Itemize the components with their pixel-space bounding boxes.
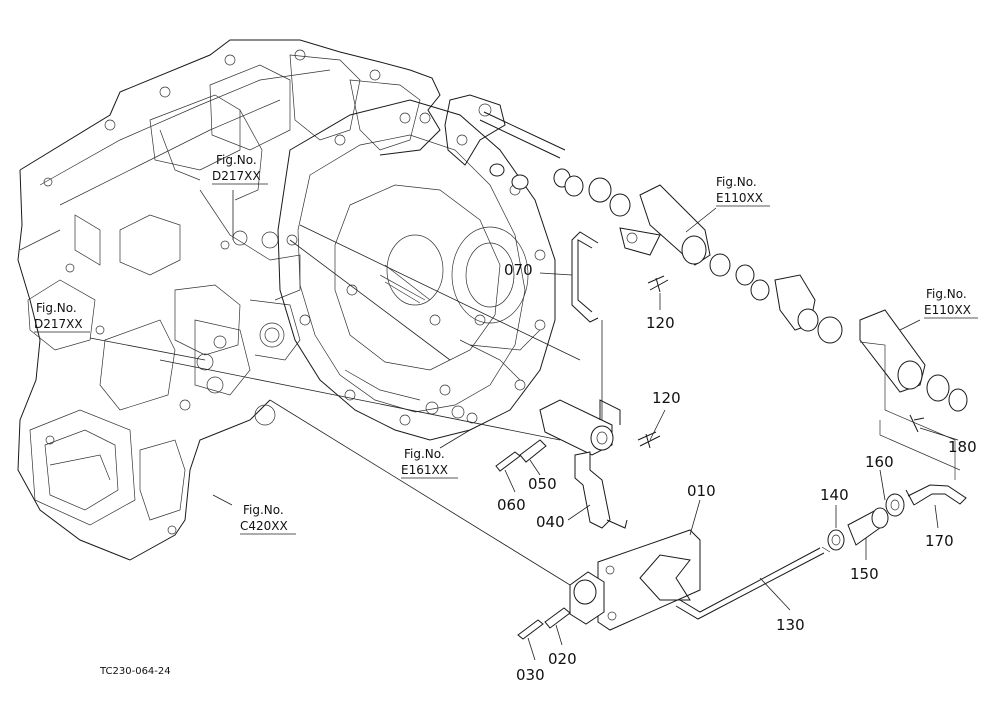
leader-lines <box>89 190 959 661</box>
part-020-pin <box>544 607 571 629</box>
svg-text:Fig.No.: Fig.No. <box>926 287 967 301</box>
label-120-upper: 120 <box>646 314 675 332</box>
part-130-rod <box>675 546 831 620</box>
label-010: 010 <box>687 482 716 500</box>
svg-text:C420XX: C420XX <box>240 519 288 533</box>
part-120-clip-lower <box>637 431 661 449</box>
part-labels: 010 020 030 040 050 060 070 120 120 130 … <box>497 261 977 684</box>
label-140: 140 <box>820 486 849 504</box>
label-020: 020 <box>548 650 577 668</box>
part-070-rod <box>571 231 599 323</box>
figure-ref-e161: Fig.No. E161XX <box>401 447 458 479</box>
part-140-nut <box>827 529 845 551</box>
transmission-housing <box>17 39 441 561</box>
part-040-lever <box>539 399 628 529</box>
part-120-clip-upper <box>647 275 669 293</box>
label-050: 050 <box>528 475 557 493</box>
part-030-pin <box>517 619 544 640</box>
part-060-pin <box>495 451 521 472</box>
label-180: 180 <box>948 438 977 456</box>
svg-text:D217XX: D217XX <box>34 317 83 331</box>
part-170-rod-end <box>905 484 967 506</box>
svg-text:Fig.No.: Fig.No. <box>36 301 77 315</box>
label-060: 060 <box>497 496 526 514</box>
figure-ref-d217-top: Fig.No. D217XX <box>212 153 268 185</box>
label-160: 160 <box>865 453 894 471</box>
figure-ref-e110-b: Fig.No. E110XX <box>924 287 978 319</box>
part-050-pin <box>519 439 547 463</box>
svg-text:Fig.No.: Fig.No. <box>404 447 445 461</box>
svg-text:D217XX: D217XX <box>212 169 261 183</box>
part-160-nut <box>885 493 905 517</box>
svg-text:Fig.No.: Fig.No. <box>716 175 757 189</box>
label-150: 150 <box>850 565 879 583</box>
svg-text:E161XX: E161XX <box>401 463 448 477</box>
figure-ref-c420: Fig.No. C420XX <box>240 503 296 535</box>
label-070: 070 <box>504 261 533 279</box>
upper-shaft-assembly <box>444 94 968 480</box>
figure-ref-e110-a: Fig.No. E110XX <box>716 175 770 207</box>
label-170: 170 <box>925 532 954 550</box>
part-010-bracket <box>569 529 701 631</box>
label-130: 130 <box>776 616 805 634</box>
figure-code: TC230-064-24 <box>99 666 171 677</box>
svg-text:Fig.No.: Fig.No. <box>243 503 284 517</box>
label-040: 040 <box>536 513 565 531</box>
svg-text:Fig.No.: Fig.No. <box>216 153 257 167</box>
part-150-turnbuckle <box>847 507 889 546</box>
label-120-lower: 120 <box>652 389 681 407</box>
label-030: 030 <box>516 666 545 684</box>
svg-text:E110XX: E110XX <box>924 303 971 317</box>
figure-ref-d217-left: Fig.No. D217XX <box>34 301 90 333</box>
svg-text:E110XX: E110XX <box>716 191 763 205</box>
